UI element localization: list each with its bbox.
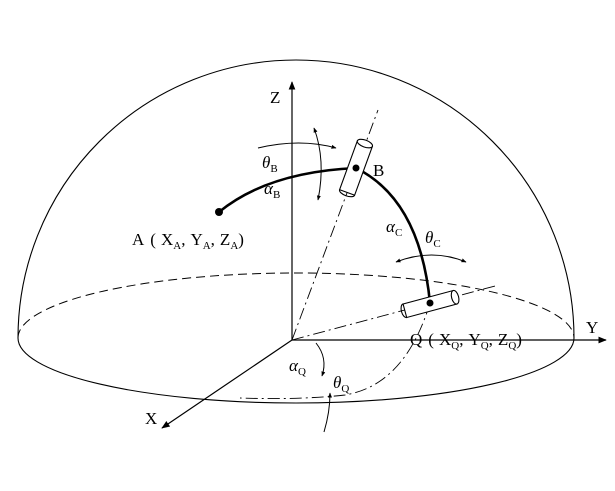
z-axis-label: Z [270, 88, 280, 107]
base-ellipse-front [17, 337, 575, 404]
alpha-q-label: αQ [289, 356, 306, 378]
point-q-label: Q(XQ,YQ,ZQ) [410, 330, 522, 352]
point-q-marker [426, 299, 434, 307]
alpha-q-angle-arc [315, 342, 326, 377]
ray-to-q-line [291, 285, 496, 341]
alpha-b-angle-arc [313, 127, 322, 201]
theta-q-angle-arc [323, 392, 332, 433]
alpha-c-label: αC [386, 217, 402, 239]
theta-c-angle-arc [395, 254, 467, 263]
y-axis-label: Y [586, 318, 598, 337]
theta-b-label: θB [262, 153, 278, 175]
base-ellipse-back [17, 272, 575, 339]
point-a [215, 208, 223, 216]
theta-q-label: θQ [333, 373, 349, 395]
point-b-label: B [373, 161, 384, 180]
azimuth-arc-q [239, 302, 431, 400]
theta-c-label: θC [425, 228, 441, 250]
point-b-marker [352, 164, 360, 172]
x-axis [161, 339, 293, 429]
x-axis-label: X [145, 409, 157, 428]
hemisphere-outline [17, 59, 575, 339]
theta-b-angle-arc [257, 142, 337, 149]
alpha-b-label: αB [264, 179, 280, 201]
point-a-label: A(XA,YA,ZA) [132, 230, 244, 252]
